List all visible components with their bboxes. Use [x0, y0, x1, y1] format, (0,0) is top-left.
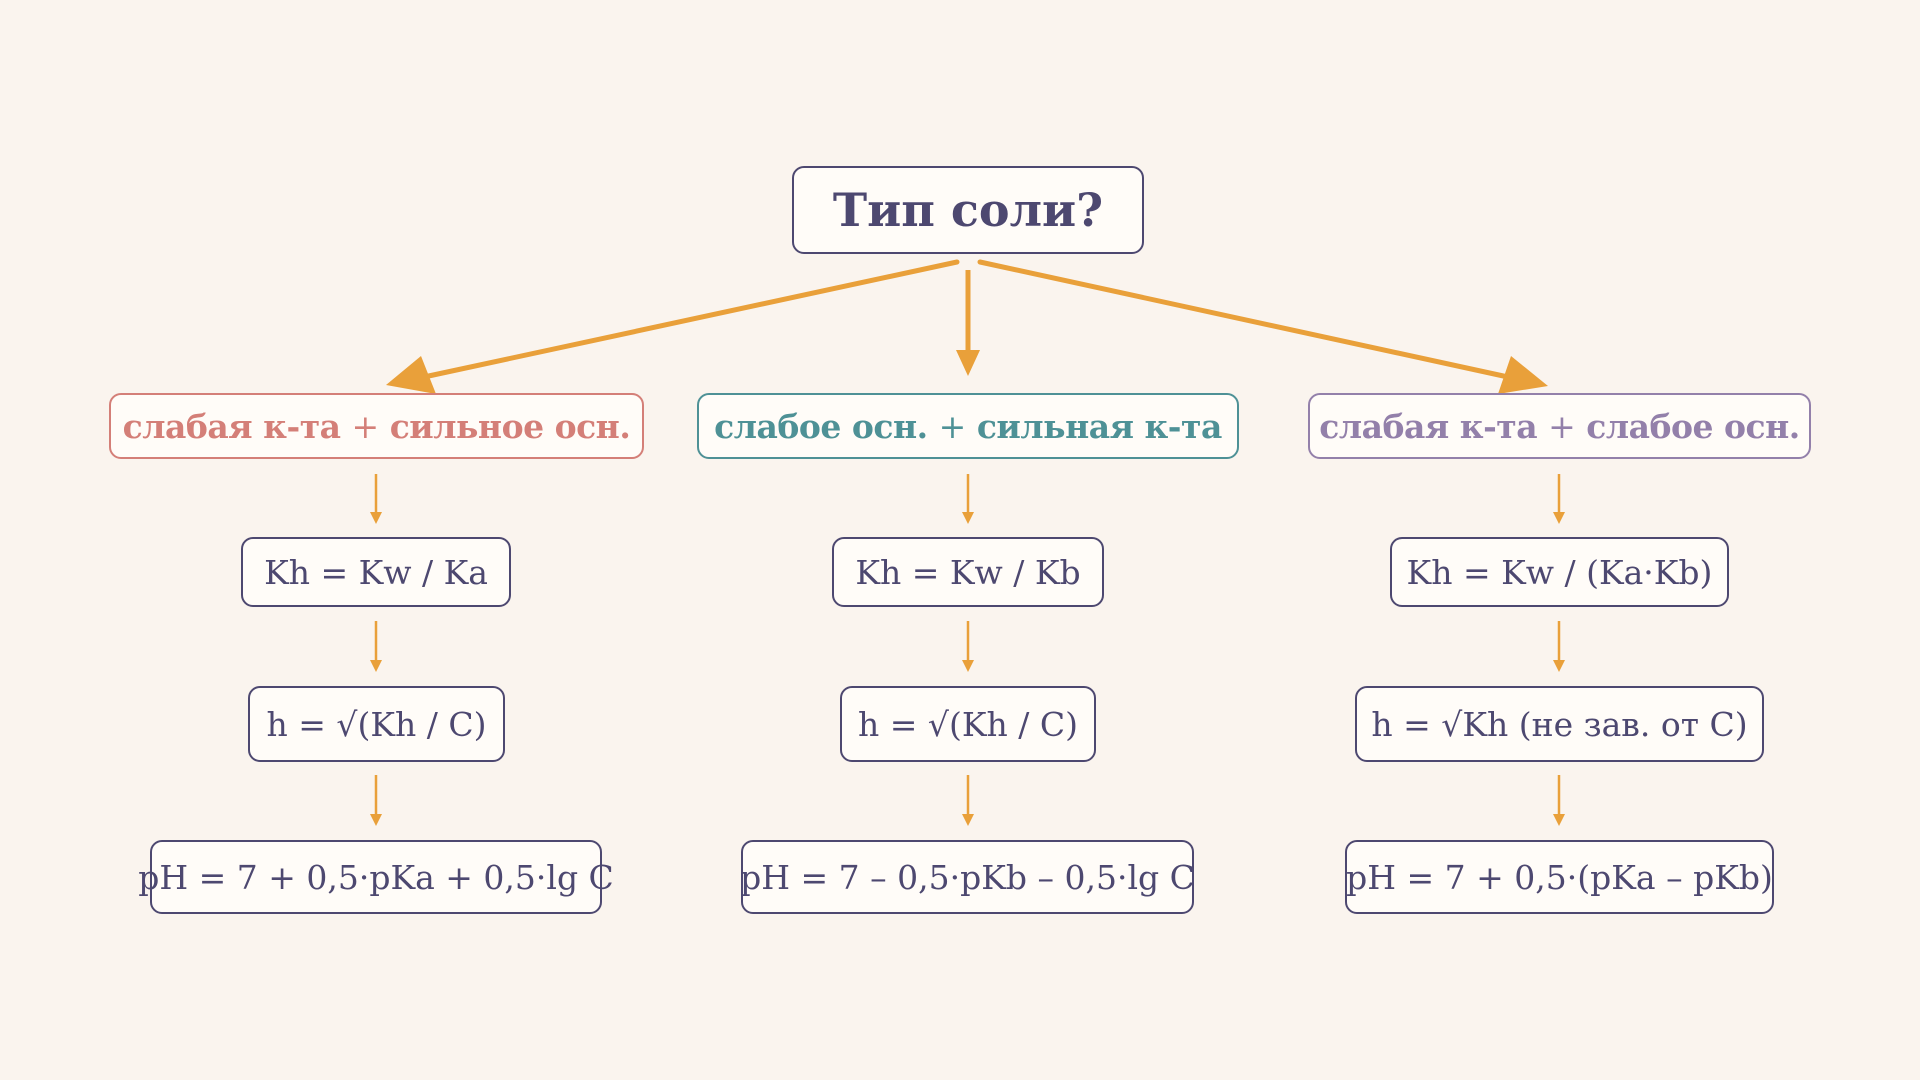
kh-formula: Kh = Kw / (Ka·Kb): [1406, 552, 1713, 592]
ph-formula-node-3: pH = 7 + 0,5·(pKa – pKb): [1345, 840, 1774, 914]
arrow-root-to-branch-1: [421, 259, 960, 380]
category-part-acid: слабая к-та: [122, 406, 341, 446]
arrowhead-branch-3: [1498, 356, 1548, 394]
category-node-weak-acid-weak-base: слабая к-та + слабое осн.: [1308, 393, 1811, 459]
arrowhead-b1-h: [370, 660, 382, 672]
arrowhead-b3-ph: [1553, 814, 1565, 826]
ph-formula: pH = 7 – 0,5·pKb – 0,5·lg C: [740, 857, 1195, 897]
kh-formula-node-1: Kh = Kw / Ka: [241, 537, 511, 607]
h-formula: h = √Kh (не зав. от C): [1371, 704, 1748, 744]
h-formula-node-3: h = √Kh (не зав. от C): [1355, 686, 1764, 762]
arrow-root-to-branch-3: [977, 259, 1511, 380]
category-part-acid: слабая к-та: [1319, 406, 1538, 446]
category-plus: +: [351, 406, 380, 446]
category-plus: +: [938, 406, 967, 446]
arrowhead-b1-kh: [370, 512, 382, 524]
arrowhead-b3-h: [1553, 660, 1565, 672]
h-formula-node-1: h = √(Kh / C): [248, 686, 505, 762]
kh-formula-node-3: Kh = Kw / (Ka·Kb): [1390, 537, 1729, 607]
ph-formula-node-1: pH = 7 + 0,5·pKa + 0,5·lg C: [138, 840, 614, 914]
h-formula-node-2: h = √(Kh / C): [840, 686, 1096, 762]
category-part-base: слабое осн.: [714, 406, 928, 446]
root-question-node: Тип соли?: [792, 166, 1144, 254]
kh-formula: Kh = Kw / Kb: [855, 552, 1081, 592]
arrowhead-b3-kh: [1553, 512, 1565, 524]
root-label: Тип соли?: [832, 183, 1104, 237]
ph-formula-node-2: pH = 7 – 0,5·pKb – 0,5·lg C: [740, 840, 1195, 914]
category-node-weak-base-strong-acid: слабое осн. + сильная к-та: [697, 393, 1239, 459]
category-plus: +: [1548, 406, 1576, 446]
h-formula: h = √(Kh / C): [266, 704, 487, 744]
arrowhead-b2-kh: [962, 512, 974, 524]
ph-formula: pH = 7 + 0,5·pKa + 0,5·lg C: [138, 857, 614, 897]
arrowhead-branch-1: [386, 356, 436, 394]
kh-formula: Kh = Kw / Ka: [264, 552, 488, 592]
category-part-acid: сильная к-та: [976, 406, 1223, 446]
arrowhead-b1-ph: [370, 814, 382, 826]
category-part-base: сильное осн.: [389, 406, 631, 446]
category-part-base: слабое осн.: [1586, 406, 1800, 446]
ph-formula: pH = 7 + 0,5·(pKa – pKb): [1346, 857, 1773, 897]
arrowhead-b2-ph: [962, 814, 974, 826]
arrowhead-branch-2: [956, 350, 980, 376]
category-node-weak-acid-strong-base: слабая к-та + сильное осн.: [109, 393, 644, 459]
arrowhead-b2-h: [962, 660, 974, 672]
h-formula: h = √(Kh / C): [858, 704, 1078, 744]
kh-formula-node-2: Kh = Kw / Kb: [832, 537, 1104, 607]
